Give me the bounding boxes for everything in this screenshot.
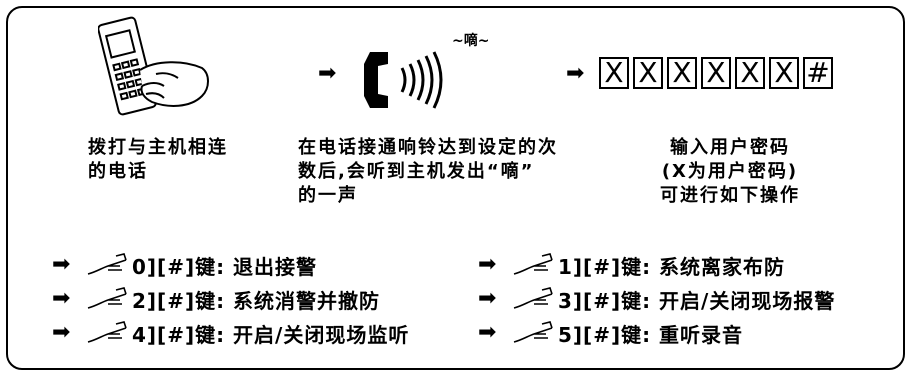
command-label: 1][#]键: 系统离家布防 xyxy=(558,254,786,279)
password-box: X xyxy=(667,57,697,89)
password-box: X xyxy=(599,57,629,89)
step2-line3: 的一声 xyxy=(298,185,358,206)
command-label: 3][#]键: 开启/关闭现场报警 xyxy=(558,288,836,313)
command-item: ➡ 5][#]键: 重听录音 xyxy=(478,319,743,347)
finger-press-icon xyxy=(87,321,127,343)
finger-press-icon xyxy=(87,253,127,275)
command-item: ➡ 4][#]键: 开启/关闭现场监听 xyxy=(52,319,409,347)
diagram-frame xyxy=(6,6,905,370)
step1-line2: 的电话 xyxy=(88,161,148,182)
arrow-icon: ➡ xyxy=(478,252,497,277)
command-label: 4][#]键: 开启/关闭现场监听 xyxy=(132,322,410,347)
finger-press-icon xyxy=(513,287,553,309)
arrow-icon: ➡ xyxy=(52,252,71,277)
step2-text: 在电话接通响铃达到设定的次 数后,会听到主机发出“嘀” 的一声 xyxy=(298,136,558,208)
step1-line1: 拨打与主机相连 xyxy=(88,137,228,158)
command-item: ➡ 0][#]键: 退出接警 xyxy=(52,251,317,279)
password-boxes: X X X X X X # xyxy=(599,57,833,89)
command-label: 5][#]键: 重听录音 xyxy=(558,322,744,347)
command-label: 2][#]键: 系统消警并撤防 xyxy=(132,288,381,313)
finger-press-icon xyxy=(513,321,553,343)
step3-text: 输入用户密码 (X为用户密码) 可进行如下操作 xyxy=(640,136,820,208)
password-box: X xyxy=(701,57,731,89)
handset-ringing-icon xyxy=(364,51,443,109)
password-box: X xyxy=(769,57,799,89)
command-item: ➡ 2][#]键: 系统消警并撤防 xyxy=(52,285,380,313)
step3-line3: 可进行如下操作 xyxy=(660,185,800,206)
beep-label: ~嘀~ xyxy=(452,33,490,49)
phone-dialing-icon xyxy=(98,16,209,116)
password-box: X xyxy=(633,57,663,89)
step2-line2: 数后,会听到主机发出“嘀” xyxy=(298,161,535,182)
arrow-icon: ➡ xyxy=(318,61,337,86)
arrow-icon: ➡ xyxy=(52,320,71,345)
arrow-icon: ➡ xyxy=(478,286,497,311)
command-label: 0][#]键: 退出接警 xyxy=(132,254,318,279)
arrow-icon: ➡ xyxy=(566,61,585,86)
arrow-icon: ➡ xyxy=(52,286,71,311)
finger-press-icon xyxy=(87,287,127,309)
step2-line1: 在电话接通响铃达到设定的次 xyxy=(298,137,558,158)
command-item: ➡ 1][#]键: 系统离家布防 xyxy=(478,251,785,279)
password-box: X xyxy=(735,57,765,89)
arrow-icon: ➡ xyxy=(478,320,497,345)
finger-press-icon xyxy=(513,253,553,275)
command-item: ➡ 3][#]键: 开启/关闭现场报警 xyxy=(478,285,835,313)
step1-text: 拨打与主机相连 的电话 xyxy=(88,136,228,184)
step3-line1: 输入用户密码 xyxy=(670,137,790,158)
hash-box: # xyxy=(803,57,833,89)
step3-line2: (X为用户密码) xyxy=(661,161,799,182)
